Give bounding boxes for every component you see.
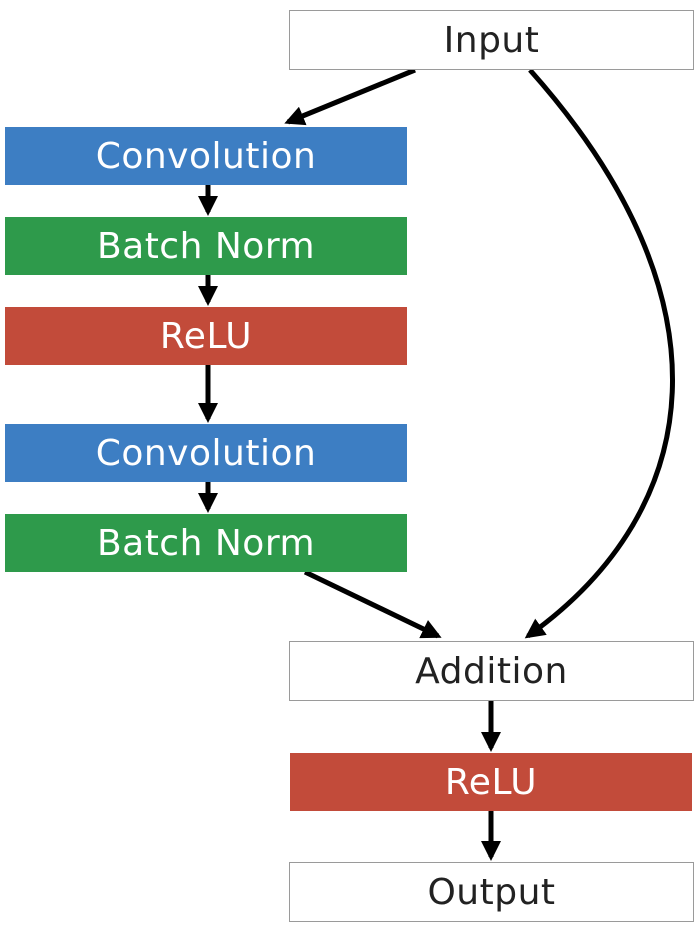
- convolution-node-1: Convolution: [5, 127, 407, 185]
- relu-label-1: ReLU: [159, 315, 253, 357]
- output-node: Output: [289, 862, 694, 922]
- arrow-input-to-conv1: [284, 67, 416, 126]
- relu-node-1: ReLU: [5, 307, 407, 365]
- convolution-node-2: Convolution: [5, 424, 407, 482]
- addition-label: Addition: [415, 650, 568, 692]
- input-label: Input: [443, 19, 540, 61]
- batch-norm-node-1: Batch Norm: [5, 217, 407, 275]
- batch-norm-label-2: Batch Norm: [96, 522, 316, 564]
- convolution-label-1: Convolution: [95, 135, 317, 177]
- output-label: Output: [427, 871, 556, 913]
- arrow-skip-connection: [524, 68, 675, 639]
- relu-node-2: ReLU: [290, 753, 692, 811]
- arrow-bn2-to-addition: [303, 569, 442, 639]
- batch-norm-label-1: Batch Norm: [96, 225, 316, 267]
- input-node: Input: [289, 10, 694, 70]
- batch-norm-node-2: Batch Norm: [5, 514, 407, 572]
- addition-node: Addition: [289, 641, 694, 701]
- convolution-label-2: Convolution: [95, 432, 317, 474]
- relu-label-2: ReLU: [444, 761, 538, 803]
